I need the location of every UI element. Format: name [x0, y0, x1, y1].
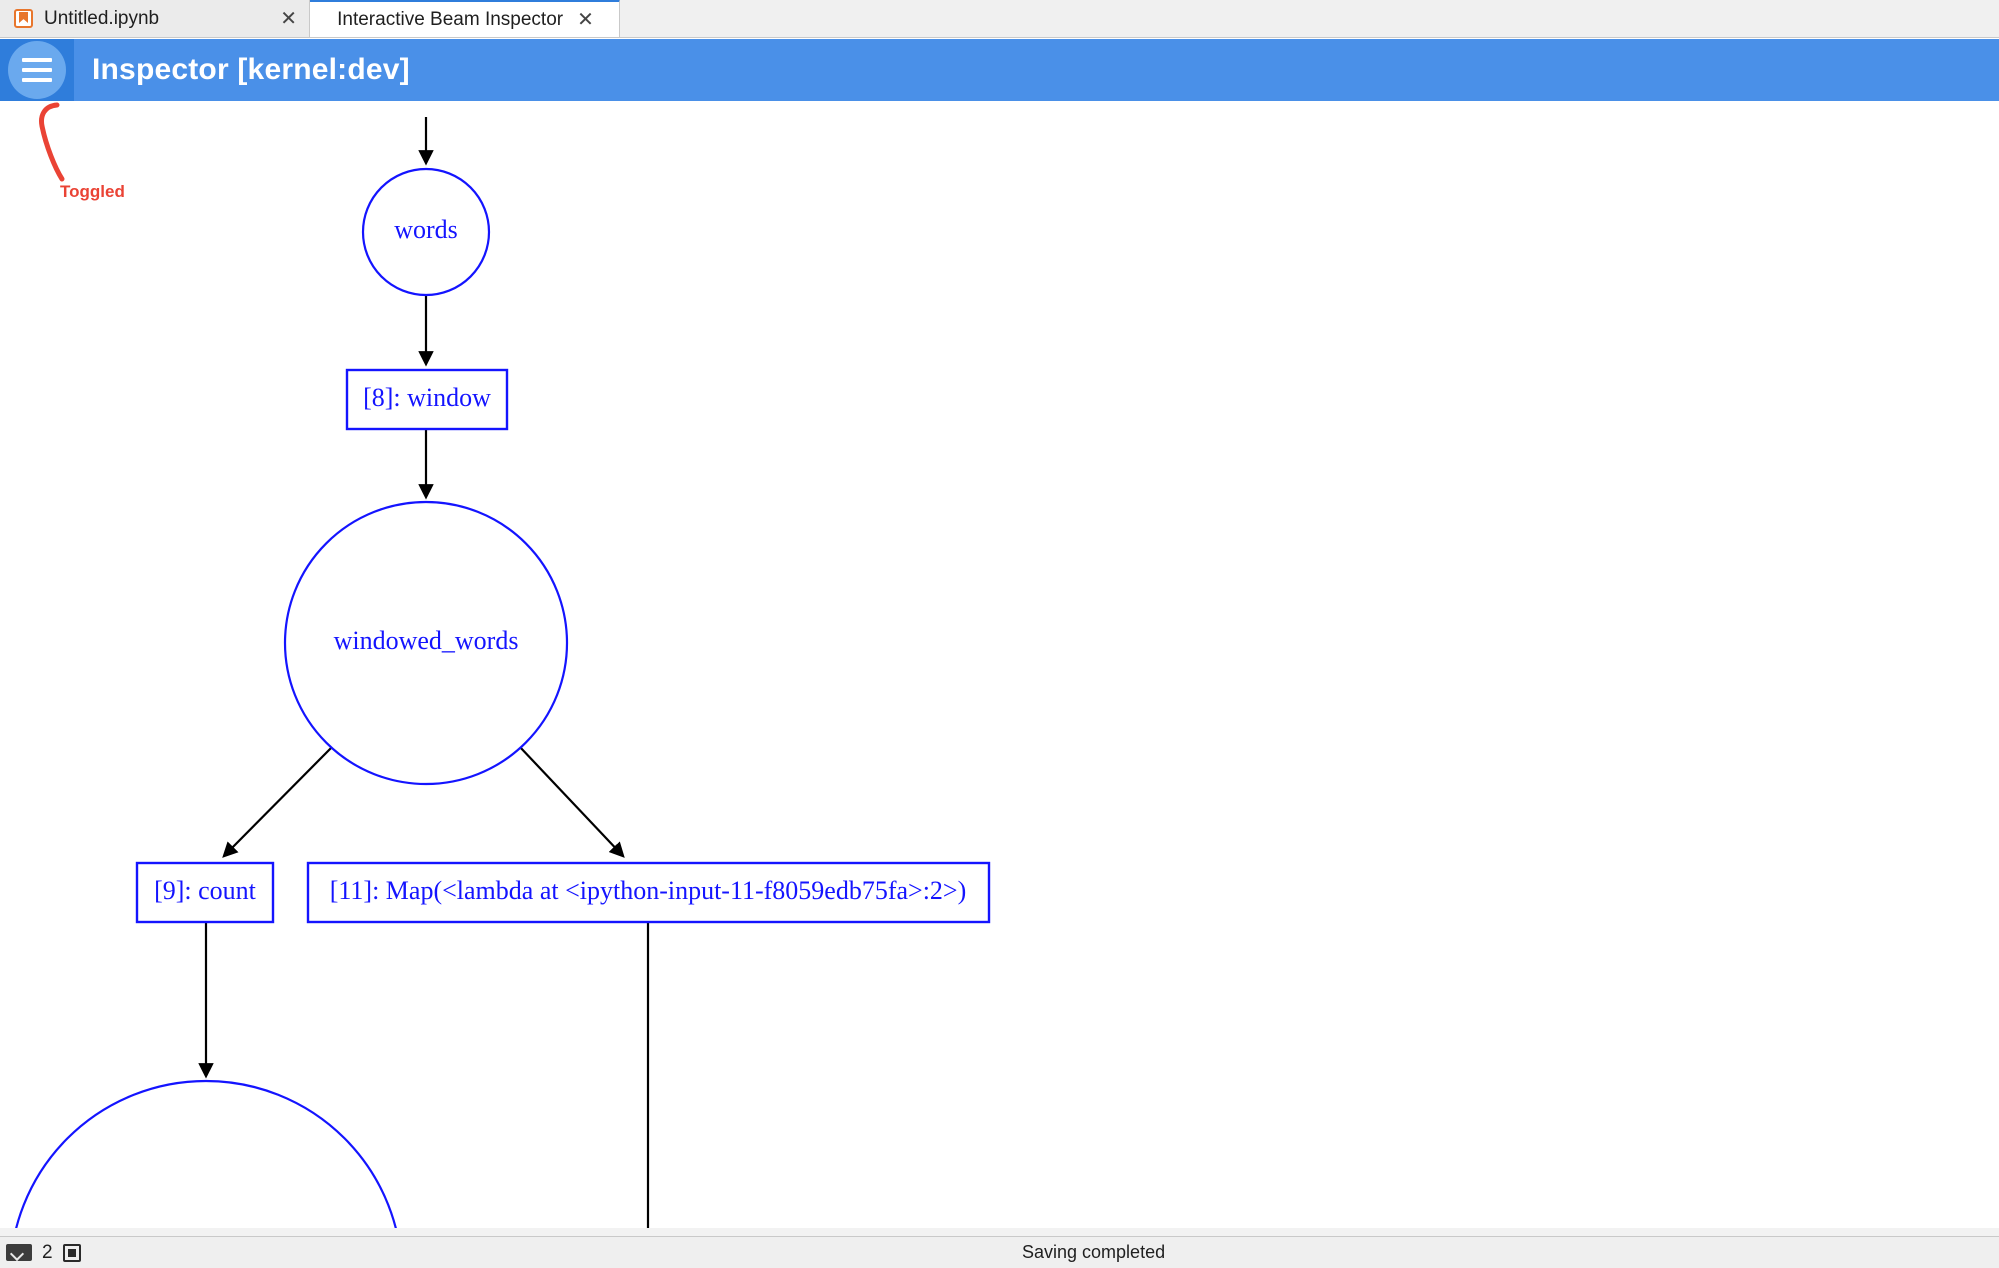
page-title: Inspector [kernel:dev] — [92, 53, 410, 86]
tab-untitled-ipynb[interactable]: Untitled.ipynb ✕ — [0, 0, 310, 37]
horizontal-scrollbar[interactable] — [0, 1228, 1999, 1236]
node-label: [9]: count — [154, 876, 257, 905]
status-bar-left: 2 — [0, 1242, 81, 1264]
chip-icon[interactable] — [62, 1243, 81, 1262]
inspector-header: Inspector [kernel:dev] — [0, 39, 1999, 101]
terminal-icon[interactable] — [6, 1244, 32, 1261]
hamburger-bar — [22, 78, 52, 82]
tab-label: Untitled.ipynb — [44, 7, 160, 29]
toggled-annotation-label: Toggled — [60, 182, 125, 201]
hamburger-bar — [22, 58, 52, 62]
node-label: words — [394, 215, 458, 244]
hamburger-menu-button[interactable] — [0, 39, 74, 101]
status-message: Saving completed — [1022, 1242, 1166, 1262]
tab-interactive-beam-inspector[interactable]: Interactive Beam Inspector ✕ — [310, 0, 620, 37]
status-bar: 2 Saving completed — [0, 1236, 1999, 1268]
node-label: [11]: Map(<lambda at <ipython-input-11-f… — [330, 876, 967, 905]
graph-node-words[interactable]: words — [361, 167, 491, 297]
pipeline-graph-canvas[interactable]: words [8]: window windowed_words [9]: co… — [0, 101, 1999, 1236]
hamburger-menu-icon — [8, 41, 66, 99]
graph-nodes: words [8]: window windowed_words [9]: co… — [10, 167, 991, 1236]
hamburger-bar — [22, 68, 52, 72]
edge-windowed-words-to-count — [222, 745, 334, 858]
graph-node-count[interactable]: [9]: count — [135, 861, 275, 924]
tab-bar-empty-area — [620, 0, 1999, 37]
graph-node-windowed-words[interactable]: windowed_words — [283, 500, 569, 786]
tab-label: Interactive Beam Inspector — [337, 8, 564, 30]
graph-node-map-lambda[interactable]: [11]: Map(<lambda at <ipython-input-11-f… — [306, 861, 991, 924]
graph-edges — [198, 117, 650, 1236]
graph-node-window[interactable]: [8]: window — [345, 368, 509, 431]
node-label: windowed_words — [334, 626, 519, 655]
tab-bar: Untitled.ipynb ✕ Interactive Beam Inspec… — [0, 0, 1999, 38]
kernel-count: 2 — [42, 1241, 53, 1263]
notebook-icon — [14, 9, 33, 28]
close-icon[interactable]: ✕ — [280, 7, 297, 30]
graph-node-windowed-word-counts[interactable]: windowed_word_counts — [10, 1079, 402, 1236]
pipeline-graph: words [8]: window windowed_words [9]: co… — [10, 117, 991, 1236]
edge-windowed-words-to-map — [518, 745, 625, 858]
node-label: [8]: window — [363, 383, 491, 412]
close-icon[interactable]: ✕ — [577, 8, 594, 31]
